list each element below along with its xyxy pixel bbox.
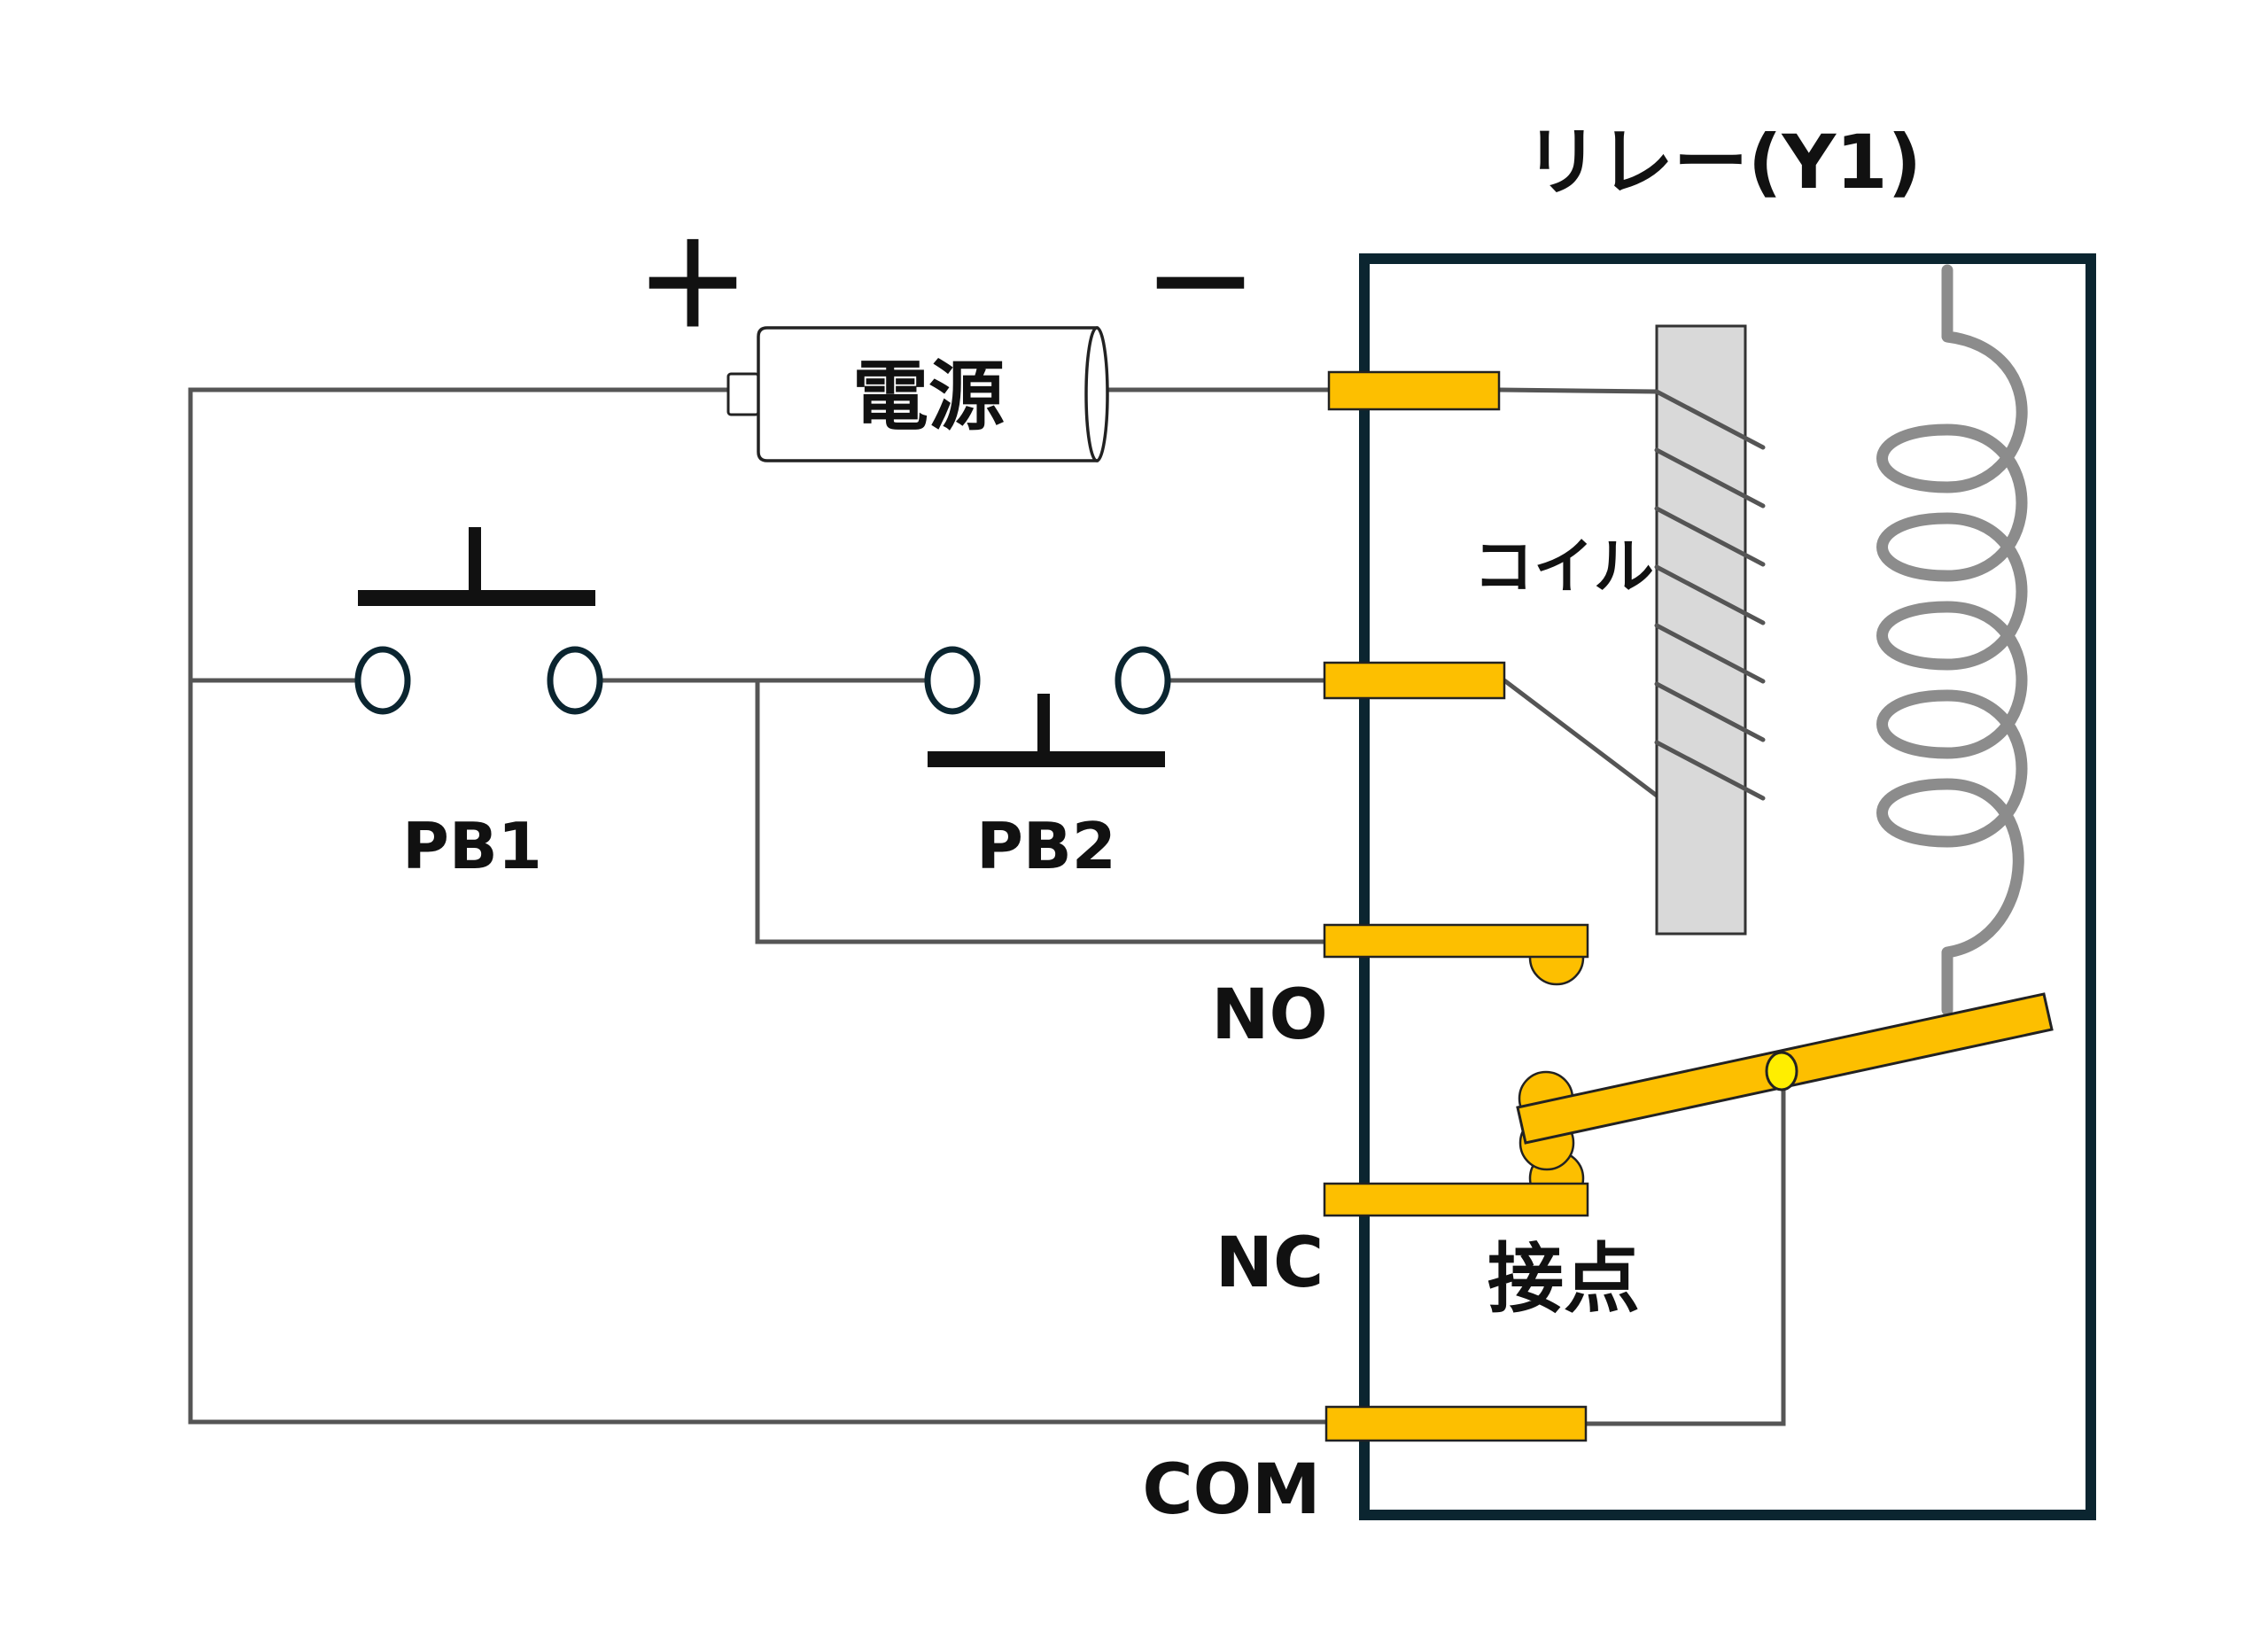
pb1-left-terminal: [354, 646, 411, 715]
relay-frame: [1359, 253, 2096, 1520]
power-label: 電源: [852, 353, 1005, 441]
coil-terminal-bottom: [1323, 661, 1506, 700]
armature-pivot: [1765, 1051, 1798, 1091]
power-source: 電源: [726, 326, 1109, 462]
battery-body: [757, 326, 1099, 462]
coil-winding: [1654, 740, 1766, 801]
armature: [1516, 992, 2054, 1171]
nc-label: NC: [1216, 1223, 1324, 1303]
self-hold-wire: [755, 680, 1324, 944]
pb1-label: PB1: [402, 809, 542, 883]
com-label: COM: [1142, 1450, 1320, 1530]
pb1-bar: [358, 590, 595, 606]
pb2-label: PB2: [976, 809, 1116, 883]
return-spring: [1876, 264, 2028, 1016]
battery-end-cap: [1084, 326, 1109, 462]
coil-windings: [1654, 389, 1766, 801]
coil-core: [1655, 324, 1747, 936]
battery-nub: [726, 372, 760, 416]
coil-winding: [1654, 623, 1766, 684]
pb2-right-terminal: [1115, 646, 1171, 715]
plus-sign: ＋: [635, 219, 750, 353]
left-bus-wire: [188, 387, 1329, 1425]
pb2-stem: [1037, 694, 1050, 756]
coil-terminal-top: [1327, 370, 1501, 411]
coil-winding: [1654, 564, 1766, 625]
wires: [188, 387, 1786, 1426]
coil-winding: [1654, 681, 1766, 742]
coil-top-lead: [1498, 387, 1658, 394]
coil-assembly: [1654, 324, 1766, 936]
pb1-stem: [469, 527, 481, 598]
coil-bottom-lead: [1503, 679, 1658, 797]
coil-winding: [1654, 506, 1766, 567]
no-terminal: [1323, 923, 1589, 959]
coil-winding: [1654, 447, 1766, 509]
pb1-right-terminal: [547, 646, 603, 715]
com-terminal: [1324, 1405, 1588, 1442]
pb1-push-button: [354, 527, 603, 715]
com-to-armature-wire: [1586, 1072, 1786, 1426]
coil-winding: [1654, 389, 1766, 450]
relay-title: リレー(Y1): [1525, 119, 1922, 206]
pb2-push-button: [924, 646, 1171, 767]
pb2-bar: [928, 751, 1165, 767]
no-label: NO: [1211, 975, 1328, 1055]
pb2-left-terminal: [924, 646, 981, 715]
coil-label: コイル: [1473, 532, 1654, 602]
contact-label: 接点: [1487, 1235, 1640, 1324]
minus-sign: －: [1143, 219, 1258, 353]
nc-terminal: [1323, 1182, 1589, 1217]
